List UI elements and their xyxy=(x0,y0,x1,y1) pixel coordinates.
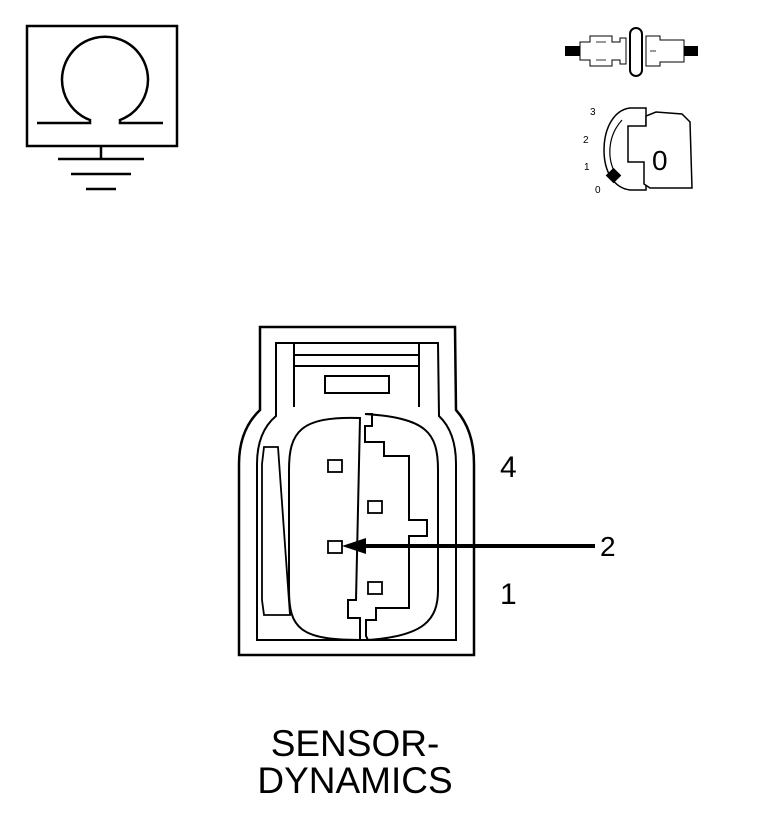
ignition-scale-0: 0 xyxy=(595,185,601,196)
caption-line-1: SENSOR- xyxy=(270,723,440,764)
key-position-label: 0 xyxy=(652,145,668,176)
pin-2 xyxy=(327,540,343,554)
connector-plug-icon xyxy=(565,27,698,77)
caption-line-2: DYNAMICS xyxy=(257,760,453,801)
pin-3 xyxy=(367,500,383,514)
ignition-key-icon: 3 2 1 0 0 xyxy=(583,107,693,196)
pin-cavity xyxy=(261,413,439,642)
pin-1 xyxy=(367,581,383,595)
connector-housing xyxy=(237,325,476,657)
pin-label-2: 2 xyxy=(600,531,616,562)
pin-label-1: 1 xyxy=(500,578,517,611)
pin-label-4: 4 xyxy=(500,451,517,484)
pin-2-pointer-arrow xyxy=(342,538,595,554)
ignition-scale-2: 2 xyxy=(583,135,589,146)
ignition-scale-3: 3 xyxy=(590,107,596,118)
ignition-scale-1: 1 xyxy=(584,162,590,173)
resistance-ground-symbol xyxy=(25,24,179,191)
pin-4 xyxy=(327,459,343,473)
